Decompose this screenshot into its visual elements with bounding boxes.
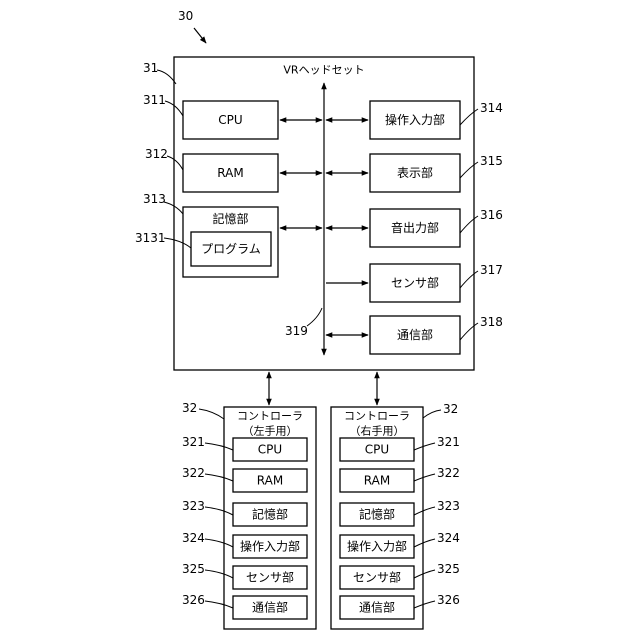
left-controller-storage-label: 記憶部 [252, 507, 288, 522]
headset-ref: 31 [143, 61, 158, 75]
headset-operation-input-label: 操作入力部 [385, 112, 445, 127]
right-controller-operation-input-ref: 324 [437, 531, 460, 545]
headset-display-label: 表示部 [397, 165, 433, 180]
figure-number-arrow [194, 28, 206, 43]
headset-storage-label: 記憶部 [212, 211, 248, 226]
right-controller-storage-label: 記憶部 [359, 507, 395, 522]
left-controller-sensor-label: センサ部 [246, 570, 294, 585]
right-controller-ref-leader [423, 410, 441, 418]
headset-ref-leader [157, 70, 176, 84]
left-controller-operation-input-ref: 324 [182, 531, 205, 545]
left-controller-storage-ref: 323 [182, 499, 205, 513]
right-controller-cpu-ref: 321 [437, 435, 460, 449]
right-controller-ram-label: RAM [364, 474, 390, 488]
left-controller-operation-input-label: 操作入力部 [240, 539, 300, 554]
bus-ref: 319 [285, 324, 308, 338]
headset-communication-ref: 318 [480, 315, 503, 329]
right-controller-sensor-ref: 325 [437, 562, 460, 576]
left-controller-communication-label: 通信部 [252, 600, 288, 615]
program-ref: 3131 [135, 231, 166, 245]
headset-sound-output-label: 音出力部 [391, 220, 439, 235]
left-controller-ram-label: RAM [257, 474, 283, 488]
headset-title: VRヘッドセット [283, 64, 364, 77]
right-controller-ref: 32 [443, 402, 458, 416]
headset-sensor-ref: 317 [480, 263, 503, 277]
right-controller-communication-label: 通信部 [359, 600, 395, 615]
left-controller-cpu-ref: 321 [182, 435, 205, 449]
headset-communication-label: 通信部 [397, 327, 433, 342]
headset-ram-label: RAM [217, 166, 243, 180]
right-controller-cpu-label: CPU [365, 443, 389, 457]
headset-cpu-ref: 311 [143, 93, 166, 107]
headset-display-ref: 315 [480, 154, 503, 168]
left-controller-ref-leader [199, 409, 224, 419]
right-controller-storage-ref: 323 [437, 499, 460, 513]
right-controller-communication-ref: 326 [437, 593, 460, 607]
headset-sensor-label: センサ部 [391, 275, 439, 290]
headset-sound-output-ref: 316 [480, 208, 503, 222]
figure-number: 30 [178, 9, 193, 23]
left-controller-ram-ref: 322 [182, 466, 205, 480]
right-controller: コントローラ （右手用） 32 CPU 321 RAM 322 記憶部 323 … [331, 402, 460, 629]
headset-cpu-label: CPU [218, 113, 242, 127]
left-controller-title-line1: コントローラ [237, 410, 303, 423]
headset-ram-ref: 312 [145, 147, 168, 161]
program-label: プログラム [201, 242, 261, 256]
left-controller-communication-ref: 326 [182, 593, 205, 607]
left-controller: コントローラ （左手用） 32 CPU 321 RAM 322 記憶部 323 … [182, 401, 316, 629]
headset-storage-ref: 313 [143, 192, 166, 206]
headset-operation-input-ref: 314 [480, 101, 503, 115]
right-controller-title-line2: （右手用） [350, 424, 405, 438]
right-controller-title-line1: コントローラ [344, 410, 410, 423]
left-controller-title-line2: （左手用） [243, 424, 298, 438]
right-controller-sensor-label: センサ部 [353, 570, 401, 585]
right-controller-operation-input-label: 操作入力部 [347, 539, 407, 554]
left-controller-sensor-ref: 325 [182, 562, 205, 576]
left-controller-ref: 32 [182, 401, 197, 415]
left-controller-cpu-label: CPU [258, 443, 282, 457]
right-controller-ram-ref: 322 [437, 466, 460, 480]
